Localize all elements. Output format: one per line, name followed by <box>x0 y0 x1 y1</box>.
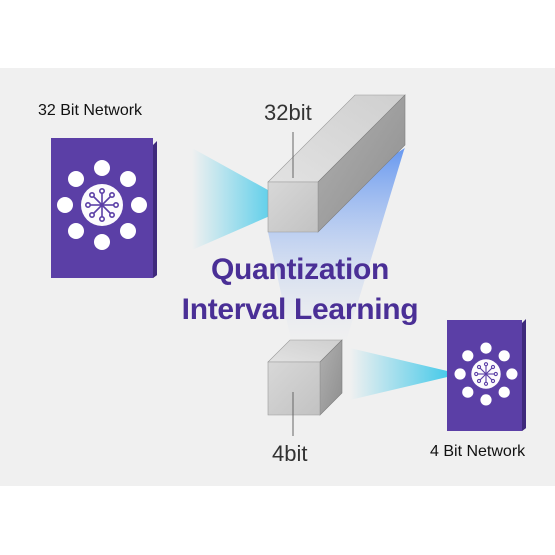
title-line-1: Quantization <box>210 253 390 286</box>
box-32bit <box>267 94 406 233</box>
label-4bit-network: 4 Bit Network <box>430 443 526 460</box>
beam-quantization-projection <box>268 148 405 345</box>
neural-network-icon-32bit <box>57 160 147 250</box>
diagram-title: Quantization Interval Learning <box>160 250 440 330</box>
label-32bit: 32bit <box>264 100 312 125</box>
neural-network-icon-4bit <box>454 342 518 406</box>
card-32bit-network <box>51 138 157 278</box>
beam-32bit-network <box>192 148 295 250</box>
label-4bit: 4bit <box>272 441 308 466</box>
beam-4bit-network <box>350 348 460 400</box>
label-32bit-network: 32 Bit Network <box>38 102 143 119</box>
card-4bit-network <box>447 319 526 431</box>
title-line-2: Interval Learning <box>181 293 419 326</box>
box-4bit <box>267 339 343 416</box>
